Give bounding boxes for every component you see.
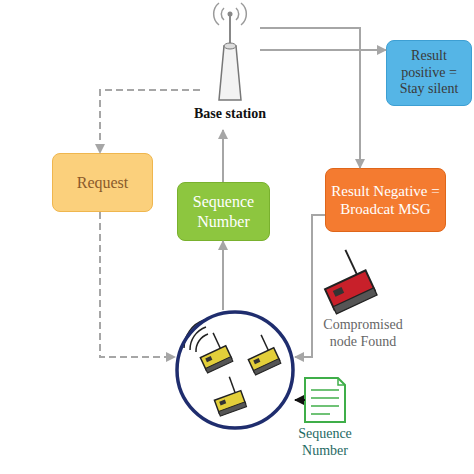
connector-arrow bbox=[260, 49, 386, 51]
antenna-mast bbox=[229, 16, 231, 44]
node-label: Sequence Number bbox=[181, 192, 266, 230]
sensor-cluster bbox=[175, 310, 295, 430]
result-box: Result positive = Stay silent bbox=[386, 40, 472, 106]
document-line bbox=[311, 413, 330, 415]
document-icon bbox=[305, 378, 345, 422]
connector-arrow bbox=[222, 130, 224, 182]
signal-arc bbox=[196, 334, 208, 352]
request-box: Request bbox=[52, 153, 153, 212]
sensor-base bbox=[253, 359, 280, 375]
document-line bbox=[311, 389, 339, 391]
signal-arc bbox=[236, 8, 239, 20]
sensor-antenna bbox=[261, 335, 268, 350]
signal-arc bbox=[214, 3, 219, 25]
document-fold bbox=[338, 378, 345, 385]
sensor-base bbox=[205, 357, 232, 373]
sensor-chip bbox=[205, 356, 212, 362]
node-label: Request bbox=[77, 173, 129, 192]
cluster-circle bbox=[177, 312, 293, 428]
connector-arrow bbox=[100, 90, 200, 153]
signal-arc bbox=[241, 3, 246, 25]
tower-icon bbox=[214, 3, 247, 100]
node-label: Result positive = Stay silent bbox=[390, 48, 468, 98]
document-line bbox=[311, 405, 339, 407]
compromised-node: Compromised node Found bbox=[313, 245, 413, 350]
compromised-sensor bbox=[313, 246, 377, 314]
node-label: Sequence Number bbox=[280, 426, 370, 460]
connector-arrow bbox=[295, 215, 325, 357]
sensor-antenna bbox=[345, 250, 356, 275]
base-station: Base station bbox=[200, 0, 260, 130]
sensor-chip bbox=[219, 400, 226, 406]
sensor-antenna bbox=[213, 333, 220, 348]
sensor-node bbox=[193, 330, 233, 373]
sensor-node bbox=[209, 375, 247, 417]
process-box: Sequence Number bbox=[177, 182, 270, 241]
sensor-base bbox=[333, 288, 377, 314]
sensor-node bbox=[241, 332, 281, 375]
sensor-chip bbox=[253, 358, 260, 364]
document-page bbox=[305, 378, 345, 422]
tower-cap bbox=[224, 43, 236, 49]
connector-arrow bbox=[260, 28, 360, 168]
tower-body bbox=[219, 46, 241, 100]
node-label: Base station bbox=[175, 106, 285, 123]
connector-arrow bbox=[222, 241, 224, 310]
sensor-chip bbox=[333, 287, 344, 297]
antenna-tip bbox=[228, 12, 233, 17]
document-line bbox=[311, 397, 339, 399]
cluster-outline-svg bbox=[175, 310, 295, 430]
node-label: Result Negative = Broadcat MSG bbox=[329, 182, 442, 218]
connector-arrow bbox=[295, 399, 305, 401]
result-box: Result Negative = Broadcat MSG bbox=[325, 168, 446, 232]
connector-arrow bbox=[100, 212, 175, 357]
sequence-document: Sequence Number bbox=[305, 378, 345, 422]
signal-arc bbox=[221, 8, 224, 20]
node-label: Compromised node Found bbox=[313, 317, 413, 351]
sensor-antenna bbox=[229, 377, 235, 393]
